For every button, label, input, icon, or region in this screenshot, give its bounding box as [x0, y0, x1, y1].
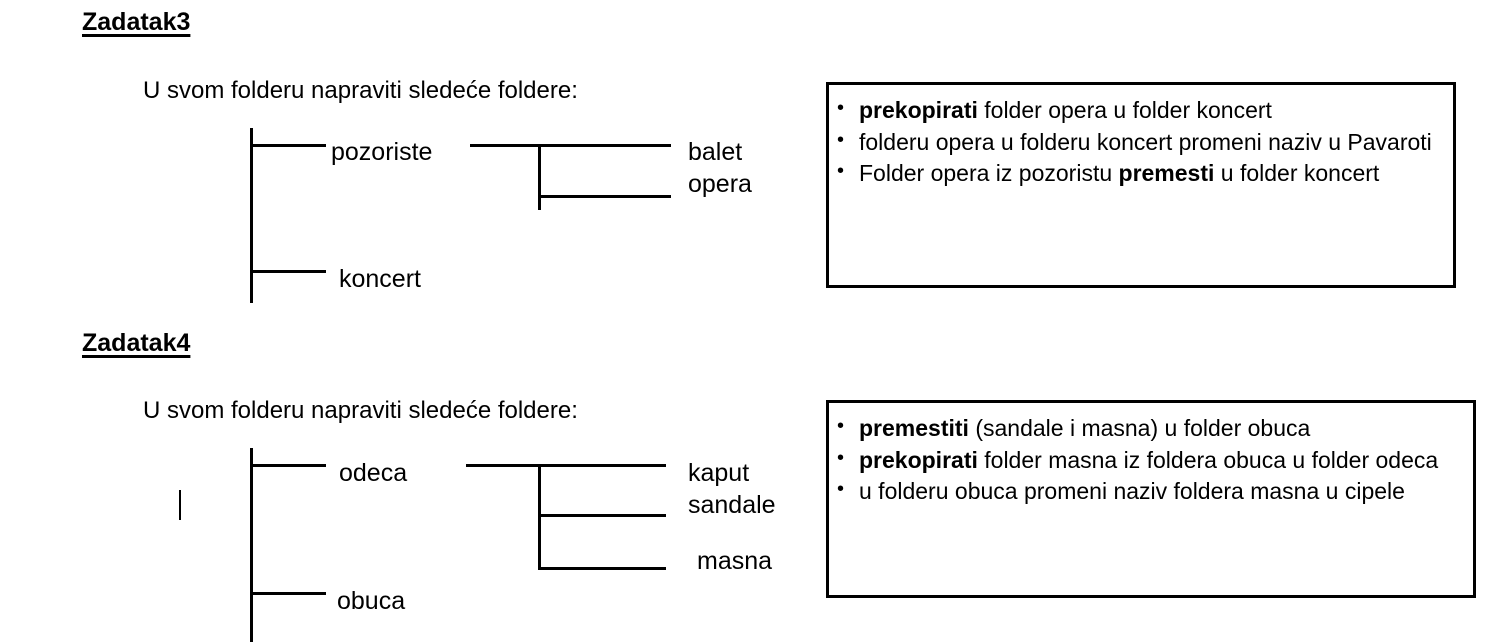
task3-instruction-3-text: Folder opera iz pozoristu — [859, 160, 1119, 187]
task4-tree-branch-masna — [538, 567, 666, 570]
task3-instructions-box: prekopirati folder opera u folder koncer… — [826, 82, 1456, 288]
task3-tree-root-spine — [250, 128, 253, 303]
task4-instruction-3-text: u folderu obuca promeni naziv foldera ma… — [859, 478, 1405, 505]
task4-instruction-list: premestiti (sandale i masna) u folder ob… — [829, 412, 1473, 507]
task3-tree-sub-spine — [538, 144, 541, 210]
task3-instruction-1-text: folder opera u folder koncert — [977, 97, 1272, 123]
task4-instruction-2-text: folder masna iz foldera obuca u folder o… — [977, 446, 1439, 473]
task3-instruction-3-text-tail: u folder koncert — [1214, 160, 1380, 187]
task4-tree-sub-spine — [538, 464, 541, 570]
task4-tree-root-spine — [250, 448, 253, 642]
task4-intro-text: U svom folderu napraviti sledeće foldere… — [143, 397, 578, 424]
task3-instruction-list: prekopirati folder opera u folder koncer… — [829, 94, 1453, 189]
task4-instruction-1-text: (sandale i masna) u folder obuca — [968, 415, 1311, 441]
task4-tree-branch-odeca — [250, 464, 326, 467]
task4-tree-stray-tick — [179, 490, 181, 520]
task4-tree-node-obuca: obuca — [337, 587, 406, 615]
task4-tree-branch-obuca — [250, 592, 326, 595]
task3-intro-text: U svom folderu napraviti sledeće foldere… — [143, 77, 578, 104]
task3-tree-branch-pozoriste — [250, 144, 326, 147]
task4-tree-node-sandale: sandale — [688, 491, 776, 519]
task3-heading: Zadatak3 — [82, 8, 191, 36]
task3-instruction-item-3: Folder opera iz pozoristu premesti u fol… — [829, 157, 1453, 189]
task4-tree-node-masna: masna — [697, 547, 773, 575]
task3-instruction-item-1: prekopirati folder opera u folder koncer… — [829, 94, 1453, 126]
task4-instruction-item-3: u folderu obuca promeni naziv foldera ma… — [829, 475, 1473, 507]
task4-heading: Zadatak4 — [82, 329, 191, 357]
task3-instruction-item-2: folderu opera u folderu koncert promeni … — [829, 126, 1453, 158]
task3-tree-node-pozoriste: pozoriste — [331, 138, 433, 166]
task3-instruction-1-bold: prekopirati — [859, 97, 978, 123]
task3-tree-branch-opera — [538, 195, 671, 198]
task3-tree-node-opera: opera — [688, 170, 752, 198]
task3-tree-branch-koncert — [250, 270, 326, 273]
task4-instruction-2-bold: prekopirati — [859, 446, 978, 473]
task3-tree-branch-balet — [470, 144, 671, 147]
task4-tree-node-kaput: kaput — [688, 459, 750, 487]
task3-tree-node-balet: balet — [688, 138, 743, 166]
task3-instruction-3-bold: premesti — [1118, 160, 1215, 187]
task4-instruction-item-1: premestiti (sandale i masna) u folder ob… — [829, 412, 1473, 444]
task4-instructions-box: premestiti (sandale i masna) u folder ob… — [826, 400, 1476, 598]
task4-instruction-1-bold: premestiti — [859, 415, 969, 441]
task4-tree-branch-sandale — [538, 514, 666, 517]
task3-tree-node-koncert: koncert — [339, 265, 421, 293]
task4-tree-node-odeca: odeca — [339, 459, 408, 487]
task4-tree-branch-kaput — [466, 464, 666, 467]
task3-instruction-2-text: folderu opera u folderu koncert promeni … — [859, 128, 1432, 155]
task4-instruction-item-2: prekopirati folder masna iz foldera obuc… — [829, 444, 1473, 476]
